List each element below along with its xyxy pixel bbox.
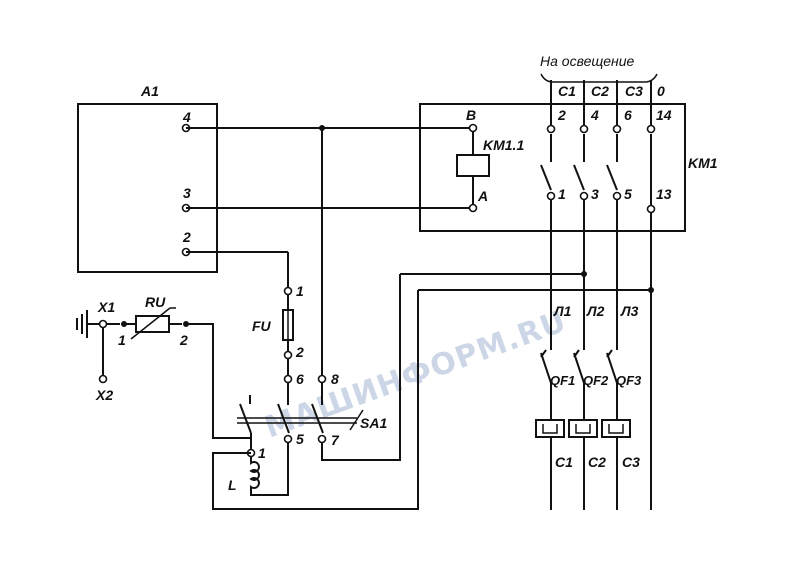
wire-inductor-return — [212, 290, 419, 510]
km1-pin-13 — [646, 204, 656, 214]
ru-pin-2-label: 2 — [179, 332, 188, 348]
km1-pin-3 — [579, 191, 589, 201]
varistor-slash — [130, 307, 171, 340]
contact-2-blade — [573, 164, 585, 191]
unit-a1-label: A1 — [140, 83, 159, 99]
km1-pin-13-label: 13 — [656, 186, 672, 202]
qf3-release-hook — [608, 424, 624, 434]
km1-pin-6-label: 6 — [624, 107, 632, 123]
junction-dot — [581, 271, 587, 277]
coil-terminal-b — [468, 123, 478, 133]
qf1-release-hook — [542, 424, 558, 434]
ru-pin-1-label: 1 — [118, 332, 126, 348]
watermark: MAШИНФОРМ.RU — [260, 304, 571, 446]
inductor-l — [249, 443, 289, 496]
line-l3-label: Л3 — [620, 303, 639, 319]
lighting-brace — [540, 73, 658, 83]
fu-pin-1 — [283, 286, 293, 296]
sa1-label: SA1 — [360, 415, 387, 431]
out-c3-label: C3 — [622, 454, 640, 470]
km1-pin-2-label: 2 — [557, 107, 566, 123]
phase-tag-0: 0 — [657, 83, 665, 99]
varistor-label: RU — [145, 294, 166, 310]
coil-name-label: KM1.1 — [483, 137, 524, 153]
out-c2-label: C2 — [588, 454, 606, 470]
km1-pin-4 — [579, 124, 589, 134]
km1-pin-14 — [646, 124, 656, 134]
coil-a-label: A — [477, 188, 488, 204]
x2-terminal — [98, 374, 108, 384]
sa1-link-end — [349, 409, 364, 431]
inductor-label: L — [228, 477, 237, 493]
qf3-label: QF3 — [616, 373, 642, 388]
a1-pin-2-label: 2 — [182, 229, 191, 245]
lighting-header: На освещение — [540, 53, 635, 69]
sa1-pin-8-label: 8 — [331, 371, 339, 387]
km1-pin-6 — [612, 124, 622, 134]
sa1-pin-6-label: 6 — [296, 371, 304, 387]
km1-pin-4-label: 4 — [590, 107, 599, 123]
x1-terminal — [98, 319, 108, 329]
coil-km1-1 — [456, 154, 490, 177]
km1-pin-2 — [546, 124, 556, 134]
contact-1-blade — [540, 164, 552, 191]
km1-pin-5 — [612, 191, 622, 201]
unit-a1-box — [77, 103, 218, 273]
km1-pin-14-label: 14 — [656, 107, 672, 123]
out-c1-label: C1 — [555, 454, 573, 470]
fu-pin-2 — [283, 350, 293, 360]
km1-pin-1-label: 1 — [558, 186, 566, 202]
qf2-label: QF2 — [583, 373, 609, 388]
fuse-label: FU — [252, 318, 272, 334]
junction-dot — [648, 287, 654, 293]
x2-label: X2 — [95, 387, 113, 403]
contact-3-blade — [606, 164, 618, 191]
sa1-pin-1-label: 1 — [258, 445, 266, 461]
km1-pin-1 — [546, 191, 556, 201]
sa1-pin-5-label: 5 — [296, 431, 304, 447]
sa1-pin-7 — [317, 434, 327, 444]
phase-tag-c1: C1 — [558, 83, 576, 99]
qf2-release — [568, 419, 598, 438]
qf3-release — [601, 419, 631, 438]
qf2-release-hook — [575, 424, 591, 434]
qf1-label: QF1 — [550, 373, 575, 388]
contactor-km1-label: KM1 — [688, 155, 718, 171]
wire-ru-to-sa1 — [186, 323, 251, 439]
sa1-pin-8 — [317, 374, 327, 384]
qf1-release — [535, 419, 565, 438]
km1-pin-3-label: 3 — [591, 186, 599, 202]
sa1-pin-7-label: 7 — [331, 432, 340, 448]
wire-sa1-7-to-l2 — [321, 274, 401, 461]
fu-pin-1-label: 1 — [296, 283, 304, 299]
varistor-ru — [135, 315, 170, 333]
qf3-blade — [606, 349, 618, 384]
qf1-blade — [540, 349, 552, 384]
phase-tag-c2: C2 — [591, 83, 609, 99]
fu-pin-2-label: 2 — [295, 344, 304, 360]
a1-pin-3-label: 3 — [183, 185, 191, 201]
km1-pin-5-label: 5 — [624, 186, 632, 202]
x1-label: X1 — [97, 299, 115, 315]
phase-tag-c3: C3 — [625, 83, 643, 99]
line-l2-label: Л2 — [586, 303, 605, 319]
a1-pin-4-label: 4 — [182, 109, 191, 125]
coil-terminal-a — [468, 203, 478, 213]
coil-b-label: B — [466, 107, 476, 123]
sa1-pin-6 — [283, 374, 293, 384]
sa1-pin-5 — [283, 434, 293, 444]
qf2-blade — [573, 349, 585, 384]
line-l1-label: Л1 — [553, 303, 572, 319]
